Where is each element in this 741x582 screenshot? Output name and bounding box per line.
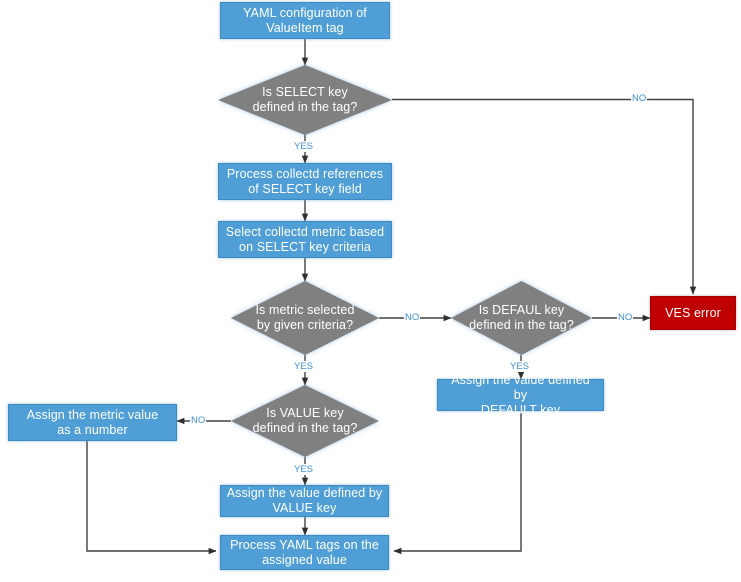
node-decision-metric-selected[interactable]: Is metric selected by given criteria? [231, 281, 379, 355]
edge-label-default-no: NO [617, 312, 634, 323]
node-decision-value-key-text: Is VALUE key defined in the tag? [240, 406, 370, 436]
edge-label-default-yes: YES [509, 361, 531, 372]
node-process-assign-number-line2: as a number [57, 422, 128, 437]
node-process-assign-number-line1: Assign the metric value [26, 407, 159, 422]
edge-label-metric-yes: YES [293, 361, 315, 372]
node-process-yaml-tags-line1: Process YAML tags on the [230, 537, 379, 552]
node-process-assign-number[interactable]: Assign the metric value as a number [8, 404, 177, 441]
node-decision-select-key-line2: defined in the tag? [252, 100, 358, 114]
node-decision-metric-selected-text: Is metric selected by given criteria? [240, 303, 370, 333]
edge-default-to-yaml [393, 411, 522, 555]
node-start-line1: YAML configuration of [243, 5, 367, 20]
node-process-assign-value[interactable]: Assign the value defined by VALUE key [220, 485, 389, 517]
node-decision-select-key[interactable]: Is SELECT key defined in the tag? [218, 65, 392, 135]
node-process-select-metric-line2: on SELECT key criteria [239, 239, 371, 254]
edge-label-select-yes: YES [293, 141, 315, 152]
node-process-select-metric-text: Select collectd metric based on SELECT k… [221, 225, 389, 255]
node-process-select-metric-line1: Select collectd metric based [225, 224, 385, 239]
node-process-yaml-tags-line2: assigned value [262, 552, 347, 567]
node-process-assign-default-line2: DEFAULT key [480, 402, 561, 417]
node-start-line2: ValueItem tag [266, 20, 344, 35]
node-decision-select-key-line1: Is SELECT key [262, 85, 348, 99]
node-start[interactable]: YAML configuration of ValueItem tag [220, 2, 390, 39]
node-process-assign-value-text: Assign the value defined by VALUE key [222, 486, 388, 516]
node-decision-default-key-line1: Is DEFAUL key [478, 303, 565, 317]
node-ves-error-text: VES error [665, 305, 721, 320]
node-process-assign-default[interactable]: Assign the value defined by DEFAULT key [437, 373, 604, 417]
node-start-text: YAML configuration of ValueItem tag [238, 6, 372, 36]
node-decision-select-key-text: Is SELECT key defined in the tag? [228, 85, 381, 115]
edge-label-select-no: NO [631, 93, 648, 104]
edge-label-value-yes: YES [293, 464, 315, 475]
node-process-assign-value-line2: VALUE key [272, 501, 337, 515]
edge-number-to-yaml [86, 441, 217, 555]
node-process-yaml-tags[interactable]: Process YAML tags on the assigned value [220, 535, 389, 570]
node-decision-default-key-line2: defined in the tag? [469, 318, 574, 332]
edge-label-value-no: NO [190, 415, 207, 426]
node-process-assign-default-text: Assign the value defined by DEFAULT key [438, 373, 603, 418]
node-process-collectd-references[interactable]: Process collectd references of SELECT ke… [218, 163, 392, 200]
node-decision-value-key[interactable]: Is VALUE key defined in the tag? [231, 385, 379, 457]
node-process-assign-number-text: Assign the metric value as a number [22, 408, 164, 438]
node-ves-error[interactable]: VES error [650, 296, 736, 330]
node-process-collectd-references-line2: of SELECT key field [248, 181, 362, 196]
node-process-select-metric[interactable]: Select collectd metric based on SELECT k… [218, 221, 392, 258]
node-decision-default-key[interactable]: Is DEFAUL key defined in the tag? [451, 281, 592, 355]
edge-select-no [392, 98, 697, 295]
edge-label-metric-no: NO [404, 312, 421, 323]
node-process-assign-value-line1: Assign the value defined by [226, 486, 383, 500]
node-decision-value-key-line2: defined in the tag? [252, 421, 358, 435]
node-decision-metric-selected-line1: Is metric selected [255, 303, 355, 317]
node-process-assign-default-line1: Assign the value defined by [451, 372, 590, 402]
node-decision-metric-selected-line2: by given criteria? [256, 318, 354, 332]
node-process-yaml-tags-text: Process YAML tags on the assigned value [225, 538, 384, 568]
node-decision-default-key-text: Is DEFAUL key defined in the tag? [459, 303, 583, 333]
node-process-collectd-references-text: Process collectd references of SELECT ke… [222, 167, 388, 197]
node-decision-value-key-line1: Is VALUE key [266, 406, 344, 420]
node-process-collectd-references-line1: Process collectd references [226, 166, 384, 181]
